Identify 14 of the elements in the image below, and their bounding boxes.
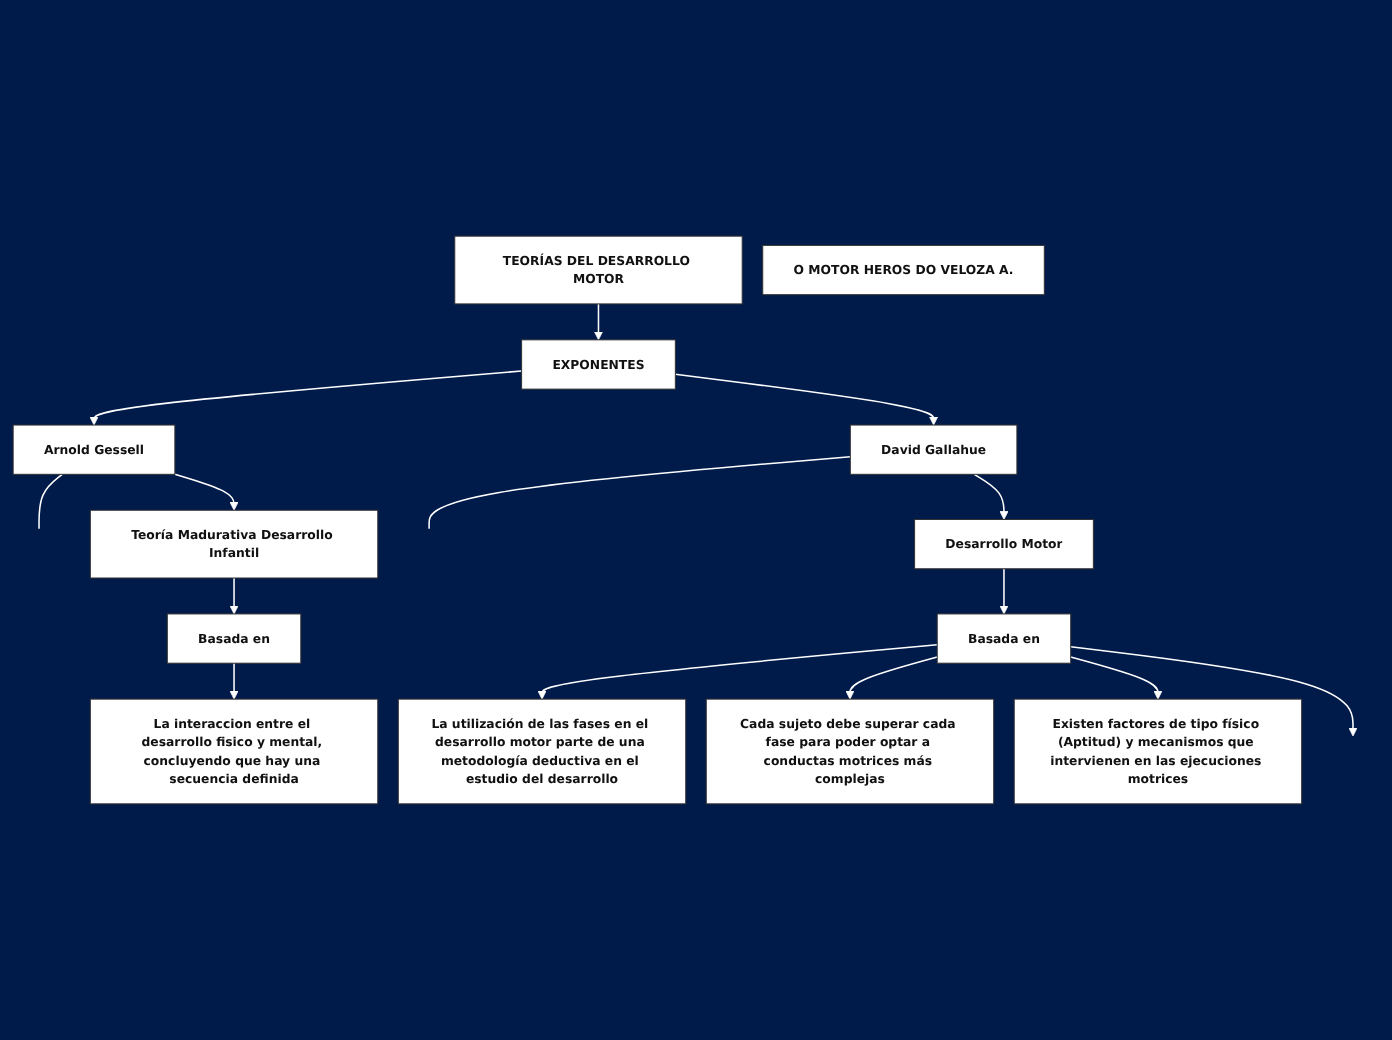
arrow <box>537 643 938 700</box>
arrow <box>229 577 239 615</box>
arrow <box>999 568 1009 615</box>
connector <box>38 473 63 530</box>
arrow <box>1069 656 1163 700</box>
arrow <box>674 373 939 426</box>
arrow <box>229 662 239 700</box>
arrow <box>1069 645 1358 737</box>
arrow <box>973 473 1009 520</box>
connector <box>428 455 852 530</box>
arrow <box>593 303 603 341</box>
arrow <box>845 656 938 700</box>
arrow <box>89 370 523 426</box>
arrow <box>174 473 239 511</box>
